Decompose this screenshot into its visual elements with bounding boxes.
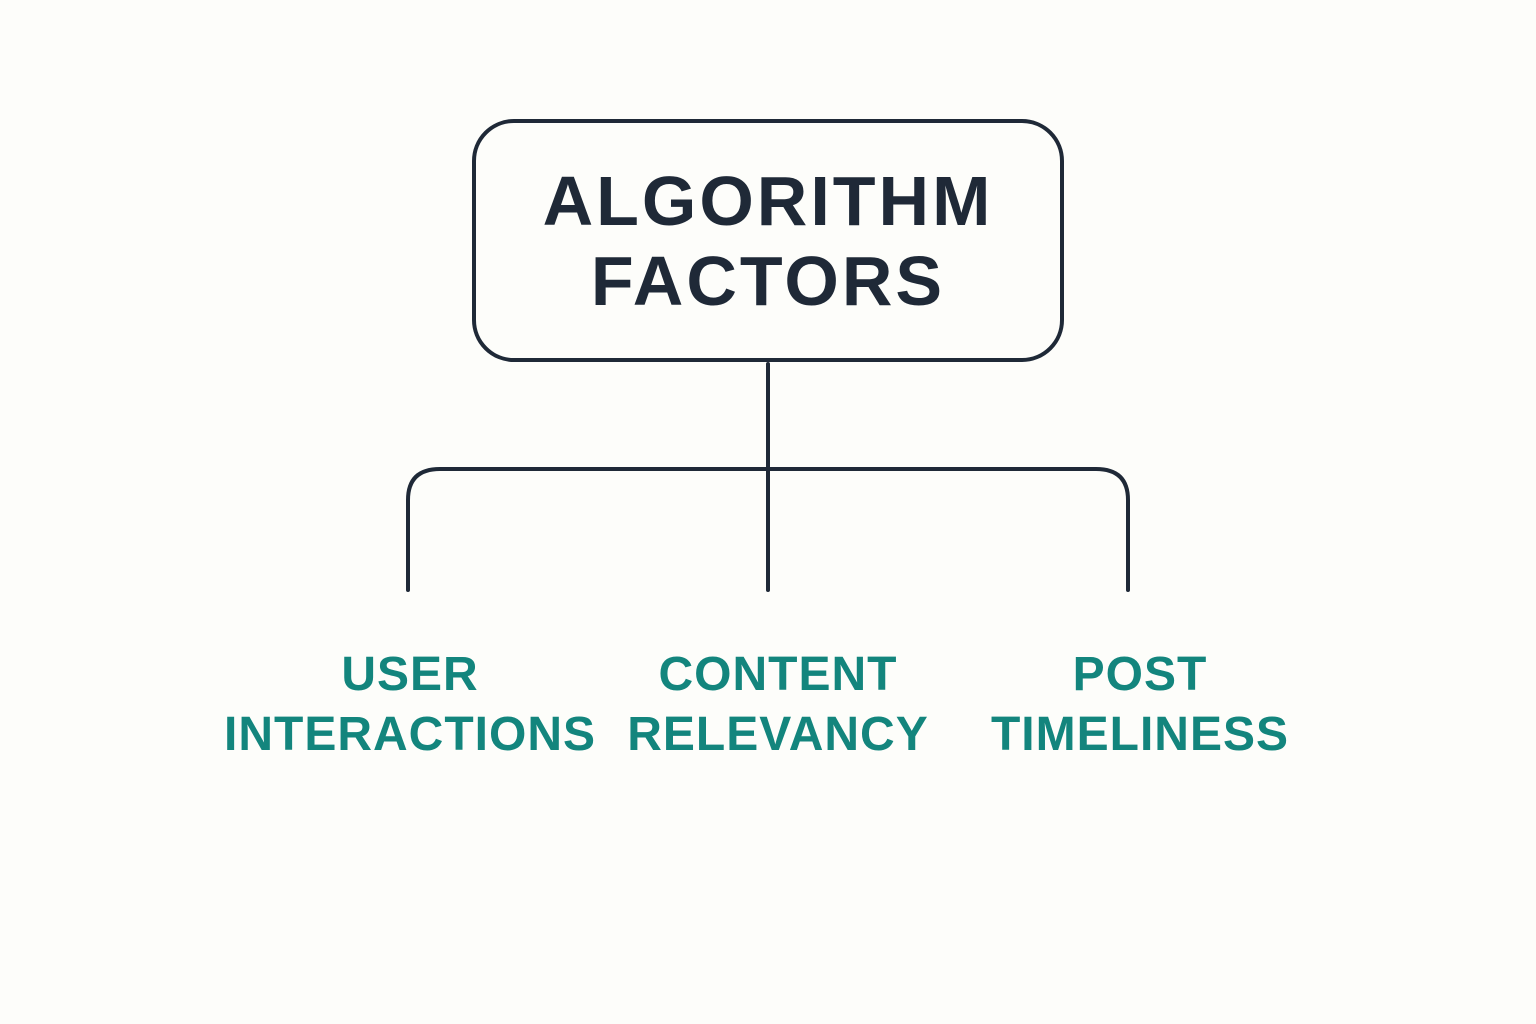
root-node: ALGORITHM FACTORS [472,119,1064,362]
child-label-line-2: INTERACTIONS [224,708,596,761]
connector-branch-bar [406,467,1130,592]
child-node-post-timeliness: POST TIMELINESS [940,645,1340,765]
child-label-line-2: TIMELINESS [990,708,1290,761]
child-label-line-1: CONTENT [658,648,898,701]
root-label-line-1: ALGORITHM [542,161,994,240]
child-label-line-1: USER [341,648,479,701]
child-node-user-interactions: USER INTERACTIONS [210,645,610,765]
child-node-content-relevancy: CONTENT RELEVANCY [578,645,978,765]
child-label-line-1: POST [1072,648,1208,701]
root-label-line-2: FACTORS [590,241,946,320]
child-label-line-2: RELEVANCY [627,708,929,761]
